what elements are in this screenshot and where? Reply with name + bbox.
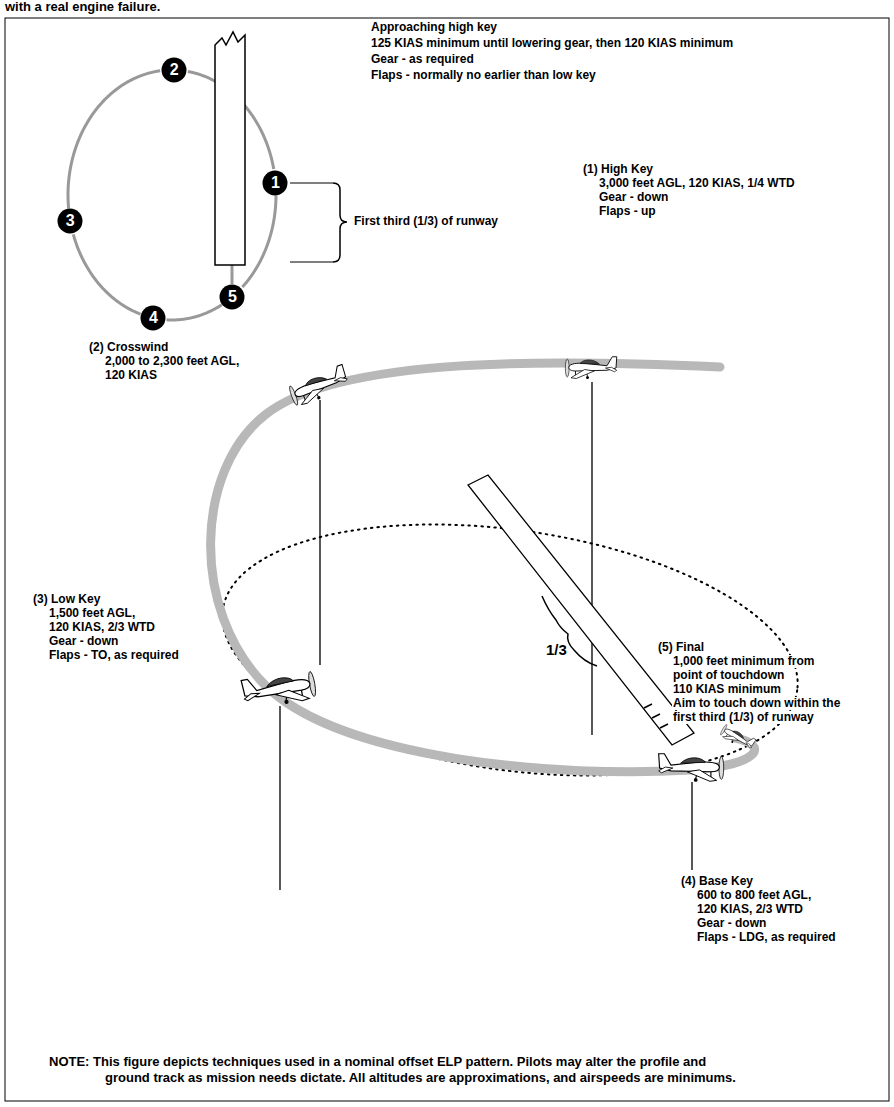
annotation-text: point of touchdown	[672, 669, 785, 682]
callout-number: 2	[170, 62, 179, 78]
annotation-text: Aim to touch down within the	[672, 697, 841, 710]
annotation-text: Flaps - TO, as required	[48, 649, 180, 662]
annotation-text: (3) Low Key	[32, 593, 101, 606]
callout-circle: 2	[161, 57, 187, 83]
annotation-text: 600 to 800 feet AGL,	[696, 889, 812, 902]
aircraft-high-key	[565, 357, 616, 379]
annotation-text: 110 KIAS minimum	[672, 683, 782, 696]
annotation-text: 125 KIAS minimum until lowering gear, th…	[370, 37, 734, 50]
bracket-leader	[290, 183, 333, 262]
annotation-text: ground track as mission needs dictate. A…	[104, 1071, 737, 1085]
annotation-text: (5) Final	[657, 641, 705, 654]
third-brace	[542, 596, 597, 666]
annotation-text: 2,000 to 2,300 feet AGL,	[104, 355, 240, 368]
callout-circle: 5	[219, 284, 245, 310]
circle-fill	[220, 284, 245, 309]
runway-markings	[644, 704, 668, 728]
ground-track-segment	[73, 234, 140, 314]
annotation-text: First third (1/3) of runway	[353, 215, 499, 228]
annotation-text: Flaps - normally no earlier than low key	[370, 69, 597, 82]
annotation-text: Flaps - LDG, as required	[696, 931, 837, 944]
circle-fill	[162, 58, 187, 83]
annotation-text: 1/3	[545, 642, 568, 659]
annotation-text: 120 KIAS	[104, 369, 158, 382]
circle-fill	[58, 209, 83, 234]
annotation-text: Gear - down	[48, 635, 119, 648]
ground-track-segment	[242, 196, 276, 287]
annotation-text: NOTE: This figure depicts techniques use…	[48, 1055, 707, 1069]
runway-plan	[215, 32, 245, 265]
annotation-text: with a real engine failure.	[4, 0, 161, 14]
annotation-text: Gear - as required	[370, 53, 475, 66]
ground-track-segment	[167, 305, 222, 320]
annotation-text: 3,000 feet AGL, 120 KIAS, 1/4 WTD	[598, 177, 796, 190]
circle-fill	[263, 170, 288, 195]
annotation-text: Flaps - up	[598, 205, 657, 218]
annotation-text: 1,500 feet AGL,	[48, 607, 136, 620]
callout-circle: 3	[57, 208, 83, 234]
ground-track-segment	[68, 71, 160, 208]
aircraft-crosswind	[287, 364, 350, 407]
callout-number: 5	[228, 289, 237, 305]
callout-number: 3	[66, 213, 75, 229]
annotation-text: (4) Base Key	[680, 875, 754, 888]
callout-number: 4	[149, 310, 158, 326]
altitude-drop-line	[280, 382, 692, 890]
circle-fill	[141, 305, 166, 330]
annotation-text: first third (1/3) of runway	[672, 711, 815, 724]
callout-circle: 4	[140, 305, 166, 331]
annotation-text: 1,000 feet minimum from	[672, 655, 815, 668]
annotation-text: (1) High Key	[582, 163, 654, 176]
aircraft-low-key	[241, 668, 317, 711]
annotation-text: Gear - down	[598, 191, 669, 204]
callout-number: 1	[271, 175, 280, 191]
annotation-text: 120 KIAS, 2/3 WTD	[48, 621, 156, 634]
brace	[333, 183, 347, 262]
callout-circle: 1	[262, 170, 288, 196]
runway-perspective	[468, 475, 694, 745]
annotation-text: Gear - down	[696, 917, 767, 930]
aircraft-base-key	[659, 754, 724, 782]
aircraft-final	[719, 723, 756, 753]
final-track	[231, 265, 234, 284]
annotation-text: Approaching high key	[370, 21, 498, 34]
annotation-text: (2) Crosswind	[88, 341, 169, 354]
figure-frame	[5, 18, 889, 1101]
annotation-text: 120 KIAS, 2/3 WTD	[696, 903, 804, 916]
